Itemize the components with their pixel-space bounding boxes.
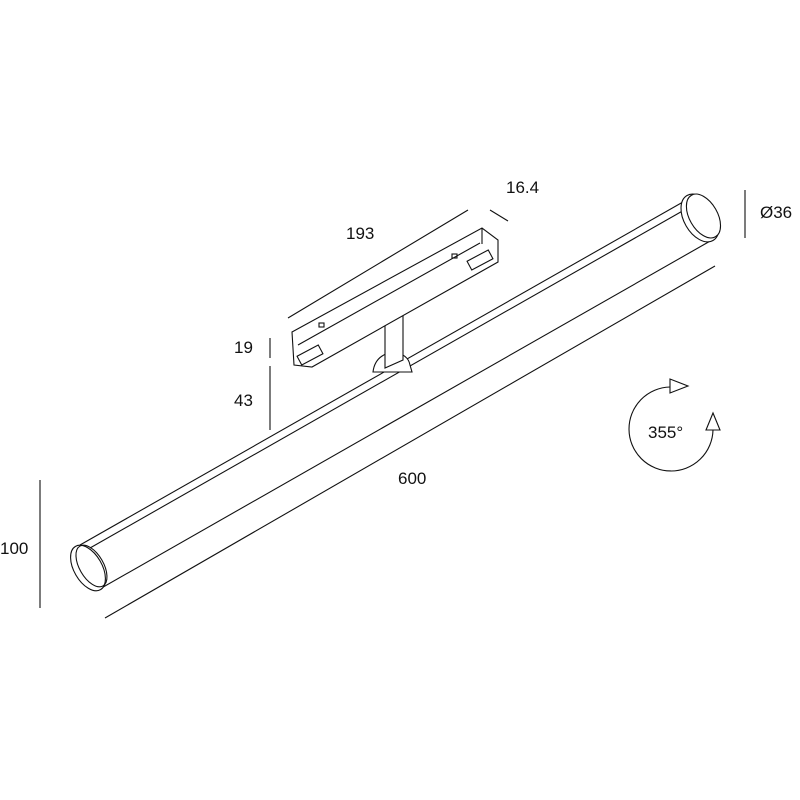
light-tube bbox=[70, 193, 722, 592]
label-overall-height: 100 bbox=[0, 539, 28, 558]
label-rotation: 355° bbox=[648, 423, 683, 442]
connector-left bbox=[296, 344, 324, 366]
label-diameter: Ø36 bbox=[760, 203, 792, 222]
connector-right bbox=[466, 249, 494, 271]
track-adapter bbox=[291, 227, 499, 368]
dim-line-16-4 bbox=[489, 209, 509, 222]
label-adapter-length: 193 bbox=[346, 224, 374, 243]
left-end-cap bbox=[70, 544, 108, 592]
label-tube-length: 600 bbox=[398, 469, 426, 488]
label-width: 16.4 bbox=[506, 178, 539, 197]
right-end-cap bbox=[680, 193, 722, 243]
dim-line-600 bbox=[104, 265, 716, 619]
label-adapter-height: 19 bbox=[234, 338, 253, 357]
rotation-arrow-icon bbox=[628, 378, 721, 472]
label-stem-height: 43 bbox=[234, 391, 253, 410]
dim-line-193 bbox=[287, 209, 469, 319]
